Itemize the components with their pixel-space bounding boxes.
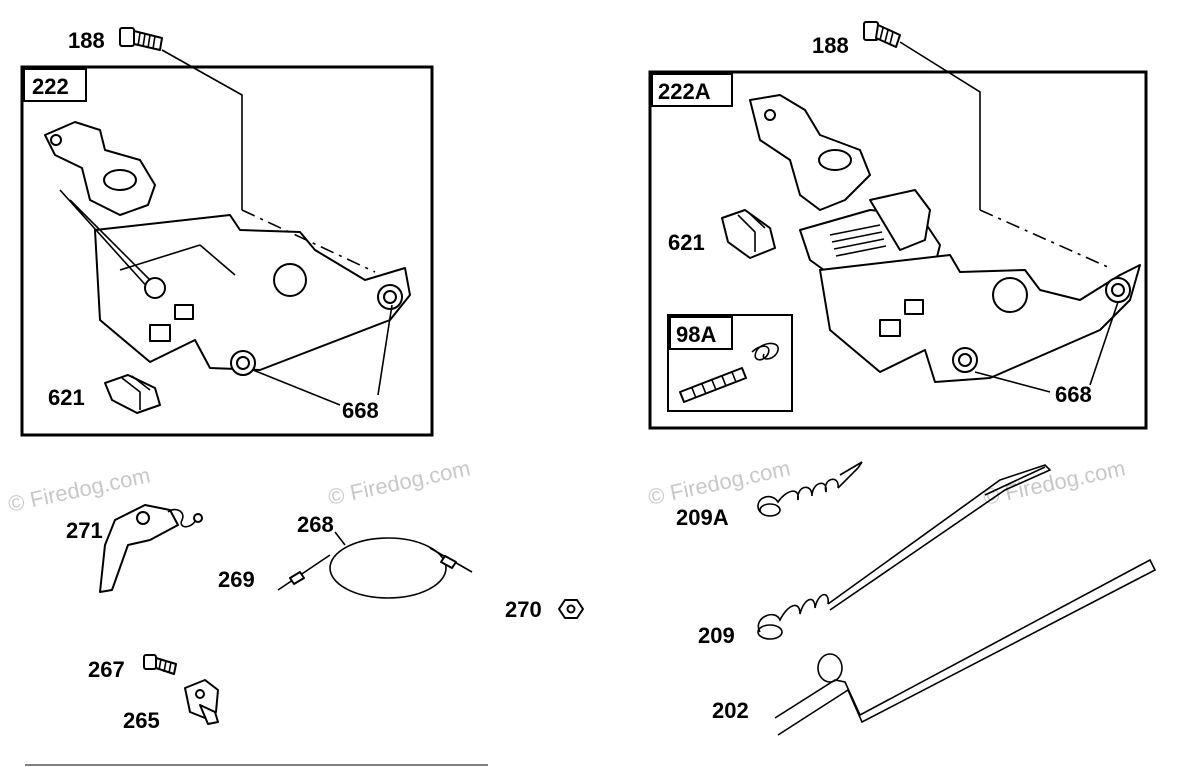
- callout-209A[interactable]: 209A: [676, 461, 863, 530]
- callout-label: 209: [698, 623, 735, 648]
- assembly-box-222: [20, 65, 434, 437]
- callout-label: 621: [668, 230, 705, 255]
- callout-668-right[interactable]: 668: [974, 301, 1119, 407]
- callout-621-right[interactable]: 621: [668, 209, 776, 259]
- callout-265[interactable]: 265: [123, 679, 219, 733]
- callout-188-left[interactable]: 188: [68, 27, 243, 210]
- callout-668-left[interactable]: 668: [252, 304, 393, 423]
- callout-271[interactable]: 271: [66, 504, 203, 593]
- callout-267[interactable]: 267: [88, 654, 177, 682]
- screw-267-icon: [143, 654, 177, 675]
- callout-270[interactable]: 270: [505, 597, 584, 622]
- callout-621-left[interactable]: 621: [48, 374, 161, 414]
- box-label-222A[interactable]: 222A: [651, 73, 733, 107]
- callout-label: 269: [218, 567, 255, 592]
- box-label-text: 222: [32, 74, 69, 99]
- callout-209[interactable]: 209: [698, 464, 1052, 648]
- callout-268[interactable]: 268: [297, 512, 346, 546]
- bolt-188-icon: [863, 21, 901, 48]
- callout-label: 668: [342, 398, 379, 423]
- callout-label: 188: [68, 28, 105, 53]
- box-label-text: 222A: [658, 79, 711, 104]
- callout-label: 668: [1055, 382, 1092, 407]
- callout-label: 268: [297, 512, 334, 537]
- callout-label: 202: [712, 698, 749, 723]
- spring-209A-icon: [757, 461, 863, 517]
- governor-spring-link-209-icon: [757, 464, 1052, 640]
- governor-link-202-icon: [774, 558, 1157, 736]
- callout-label: 621: [48, 385, 85, 410]
- watermark: © Firedog.com: [6, 462, 153, 517]
- clip-621-icon: [721, 209, 776, 259]
- box-label-98A[interactable]: 98A: [669, 316, 733, 350]
- governor-control-bracket-right: [749, 94, 1141, 383]
- governor-lever-271-icon: [99, 504, 203, 593]
- governor-control-bracket-left: [44, 121, 411, 376]
- box-label-222[interactable]: 222: [23, 68, 87, 102]
- callout-label: 270: [505, 597, 542, 622]
- callout-label: 188: [812, 33, 849, 58]
- watermark: © Firedog.com: [646, 455, 793, 510]
- callout-188-right[interactable]: 188: [812, 21, 981, 210]
- screw-and-spring-98A-icon: [679, 342, 779, 403]
- callout-202[interactable]: 202: [712, 558, 1157, 736]
- assembly-box-222A: [648, 70, 1148, 430]
- bolt-188-icon: [119, 27, 163, 51]
- callout-label: 271: [66, 518, 103, 543]
- nut-270-icon: [558, 599, 584, 619]
- throttle-cable-268-269-icon: [277, 537, 473, 599]
- box-label-text: 98A: [676, 322, 716, 347]
- cable-clamp-265-icon: [184, 679, 219, 725]
- clip-621-icon: [104, 374, 161, 414]
- sub-box-98A: [667, 314, 793, 412]
- watermark: © Firedog.com: [981, 455, 1128, 510]
- callout-269[interactable]: 269: [218, 537, 473, 599]
- callout-label: 267: [88, 657, 125, 682]
- callout-label: 209A: [676, 505, 729, 530]
- watermark: © Firedog.com: [326, 455, 473, 510]
- callout-label: 265: [123, 708, 160, 733]
